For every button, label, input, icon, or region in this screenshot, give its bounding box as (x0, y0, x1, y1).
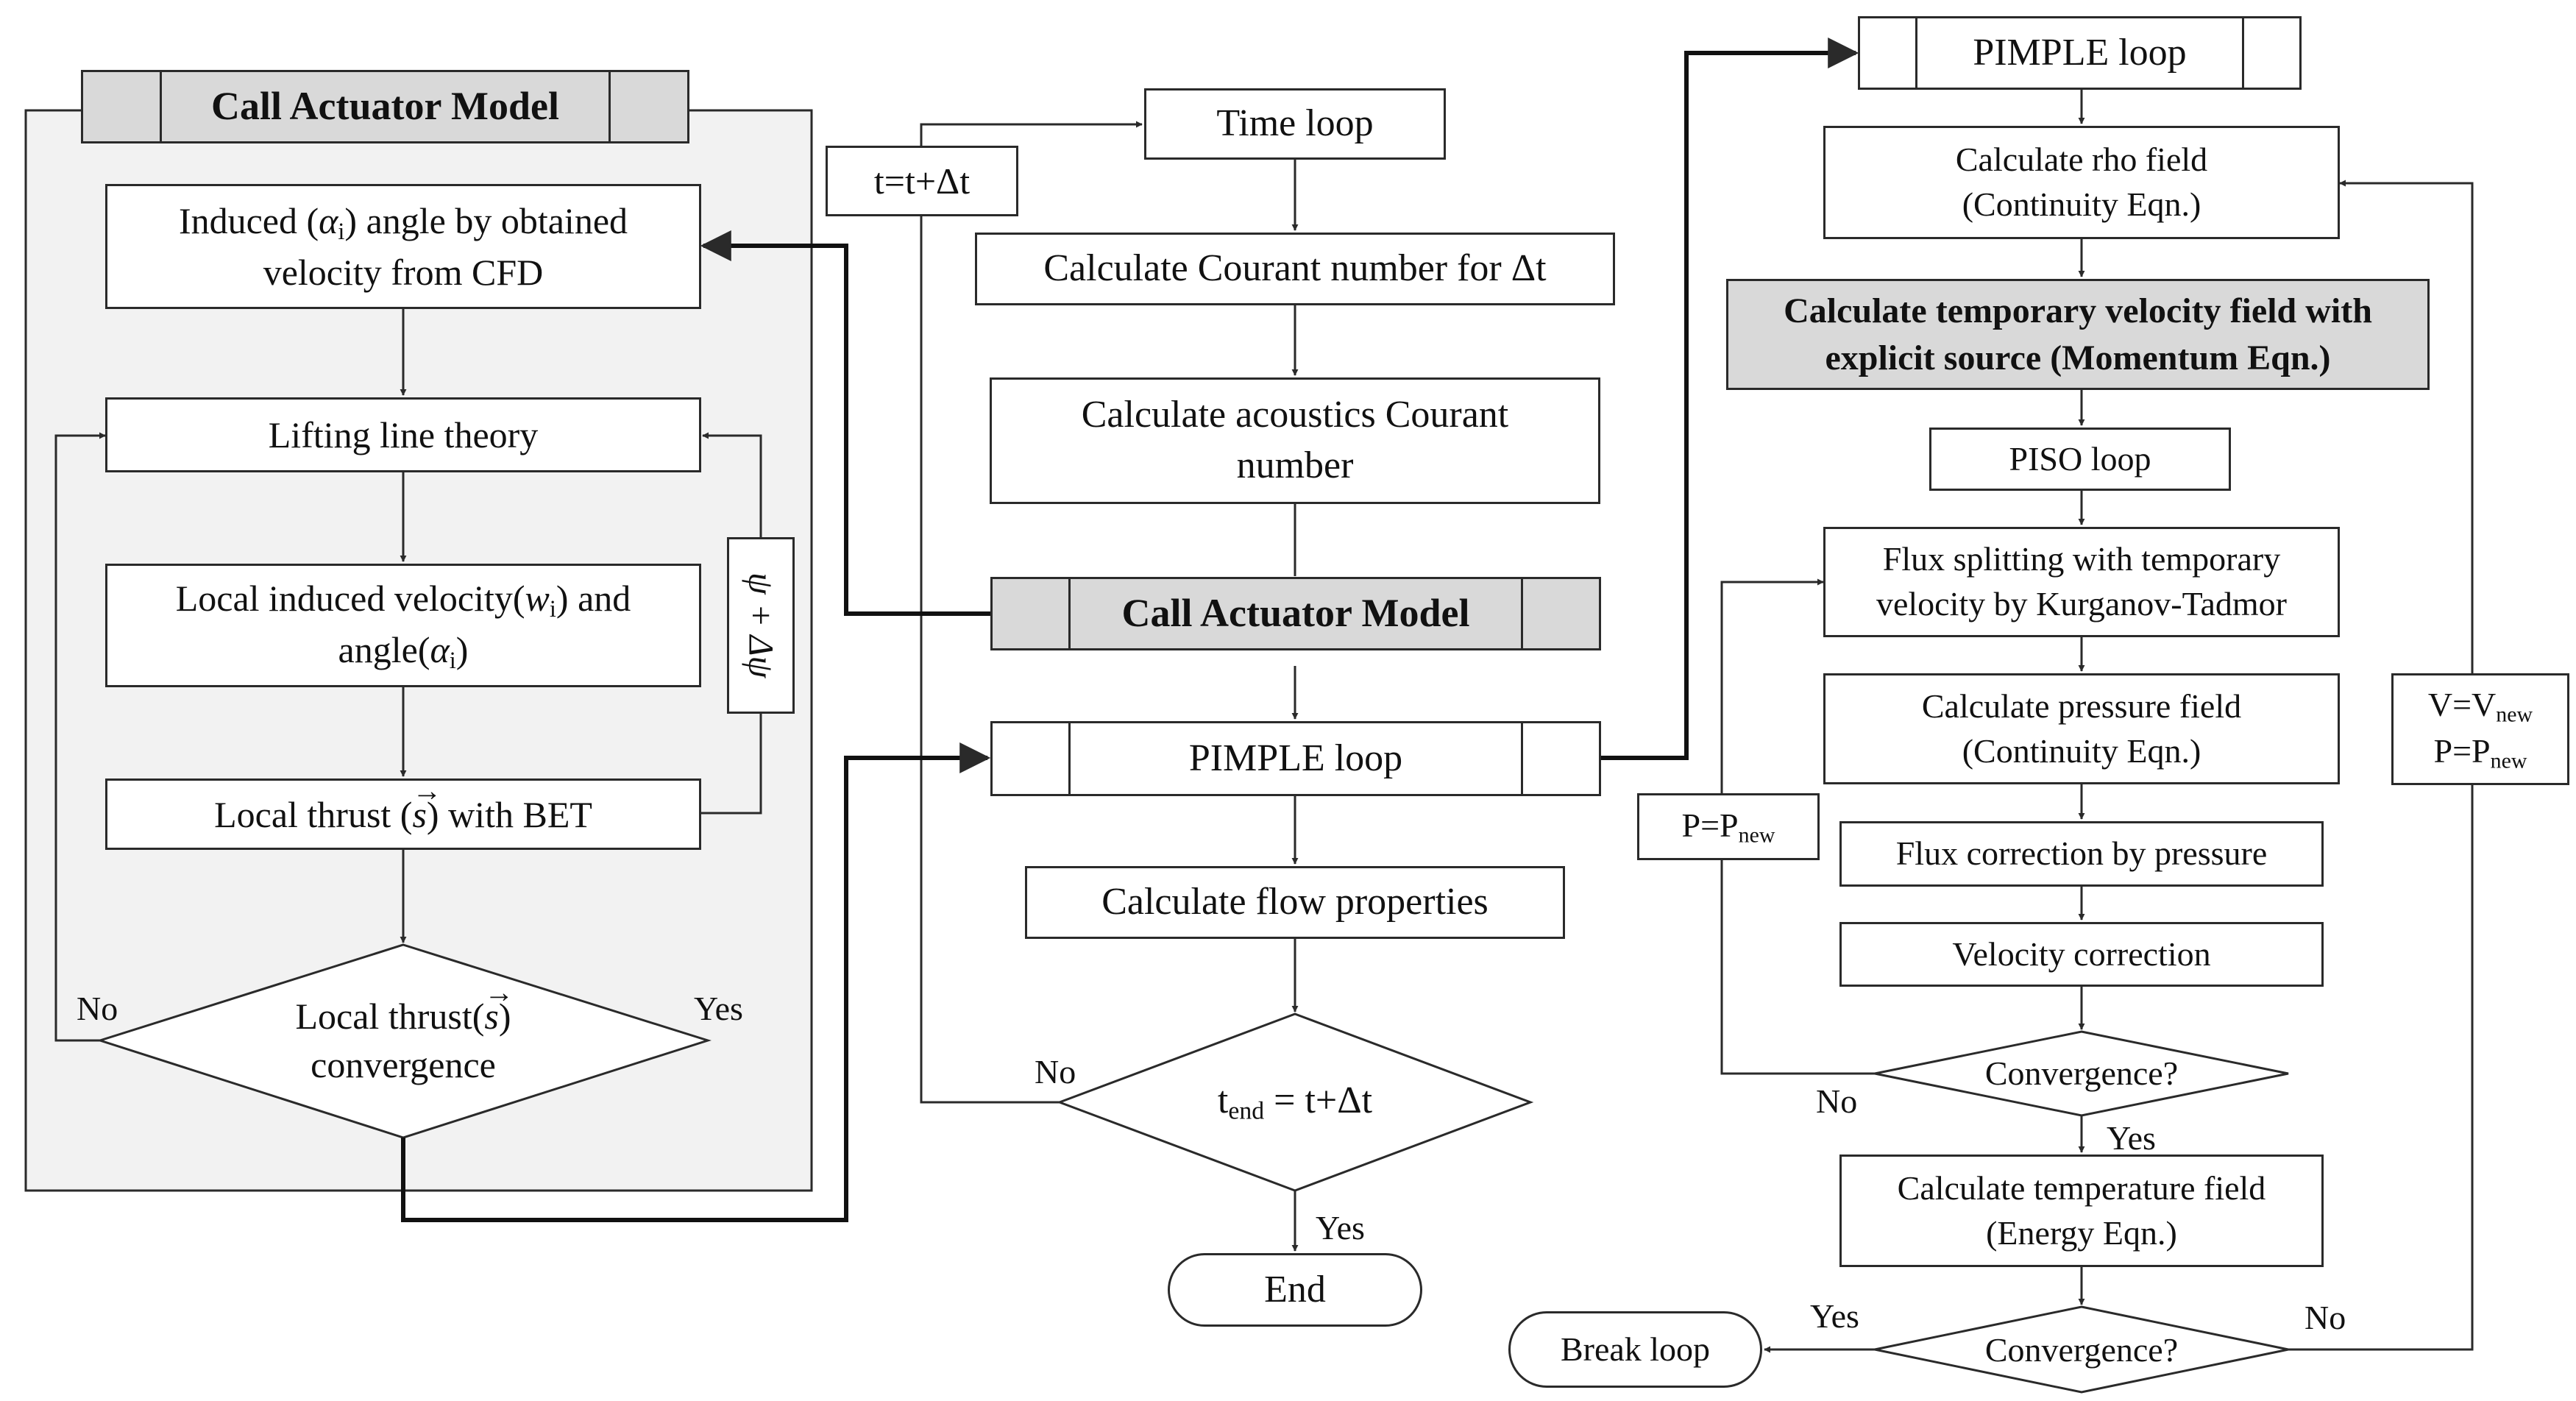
pimple-no-label-1: No (1816, 1082, 1858, 1120)
convergence-text-2: Convergence? (1984, 1330, 2179, 1369)
actuator-no-label: No (77, 990, 118, 1027)
pimple-yes-label-1: Yes (2107, 1119, 2156, 1157)
tend-condition-text: tend = t+Δt (1217, 1079, 1373, 1125)
end-terminal: End (1168, 1253, 1422, 1327)
time-yes-label: Yes (1316, 1209, 1365, 1246)
pressure-field-box: Calculate pressure field (Continuity Eqn… (1823, 673, 2340, 784)
acoustic-courant-box: Calculate acoustics Courant number (990, 377, 1600, 504)
local-induced-velocity-box: Local induced velocity(wi) and angle(αi) (105, 564, 701, 687)
piso-convergence-diamond (1874, 1305, 2289, 1394)
time-pimple-loop-box: PIMPLE loop (990, 721, 1601, 796)
time-no-label: No (1035, 1053, 1076, 1090)
temporary-velocity-box: Calculate temporary velocity field with … (1726, 279, 2430, 390)
actuator-panel-header: Call Actuator Model (81, 70, 689, 143)
break-loop-terminal: Break loop (1508, 1311, 1762, 1388)
convergence-text-1: Convergence? (1984, 1054, 2179, 1092)
pimple-no-label-2: No (2304, 1299, 2346, 1336)
pimple-yes-label-2: Yes (1810, 1297, 1859, 1335)
time-loop-box: Time loop (1144, 88, 1446, 160)
pimple-loop-box: PIMPLE loop (1858, 16, 2302, 90)
time-update-box: t=t+Δt (826, 146, 1018, 216)
p-update-box: P=Pnew (1637, 793, 1820, 860)
velocity-correction-box: Velocity correction (1839, 922, 2324, 987)
courant-number-box: Calculate Courant number for Δt (975, 233, 1615, 305)
local-thrust-convergence-text: Local thrust(s) convergence (221, 973, 586, 1099)
rho-field-box: Calculate rho field (Continuity Eqn.) (1823, 126, 2340, 239)
flow-properties-box: Calculate flow properties (1025, 866, 1565, 939)
flux-correction-box: Flux correction by pressure (1839, 821, 2324, 887)
piso-loop-box: PISO loop (1929, 428, 2231, 491)
psi-update-box: ψ + Δψ (727, 537, 795, 714)
actuator-yes-label: Yes (694, 990, 743, 1027)
lifting-line-box: Lifting line theory (105, 397, 701, 472)
flux-splitting-box: Flux splitting with temporary velocity b… (1823, 527, 2340, 637)
vp-update-box: V=Vnew P=Pnew (2391, 673, 2569, 785)
temperature-field-box: Calculate temperature field (Energy Eqn.… (1839, 1155, 2324, 1267)
induced-angle-box: Induced (αi) angle by obtained velocity … (105, 184, 701, 309)
local-thrust-box: Local thrust (s) with BET (105, 772, 701, 850)
call-actuator-model-box: Call Actuator Model (990, 577, 1601, 650)
